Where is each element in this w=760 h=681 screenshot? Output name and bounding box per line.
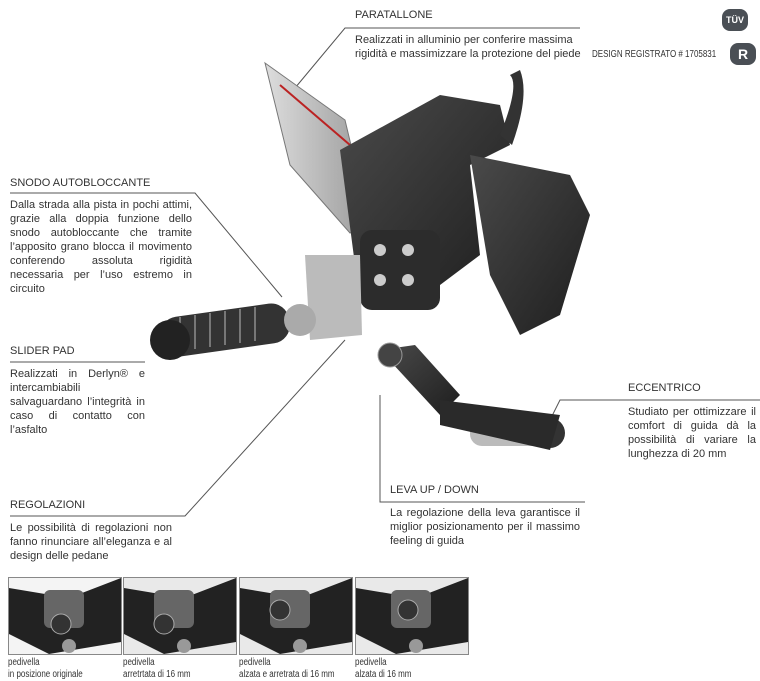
caption-line: alzata e arretrata di 16 mm xyxy=(239,669,335,680)
position-thumbnail-back xyxy=(123,577,237,655)
caption-line: pedivella xyxy=(8,657,40,668)
design-registration: DESIGN REGISTRATO # 1705831 xyxy=(592,49,717,60)
leva-text: La regolazione della leva garantisce il … xyxy=(390,507,580,547)
caption-line: in posizione originale xyxy=(8,669,83,680)
position-thumbnail-original xyxy=(8,577,122,655)
caption-line: pedivella xyxy=(123,657,155,668)
paratallone-text: Realizzati in alluminio per conferire ma… xyxy=(355,34,581,60)
caption-line: pedivella xyxy=(239,657,271,668)
snodo-title: SNODO AUTOBLOCCANTE xyxy=(10,177,151,189)
snodo-text: Dalla strada alla pista in pochi attimi,… xyxy=(10,199,192,295)
position-thumbnail-up-back xyxy=(239,577,353,655)
eccentrico-text: Studiato per ottimizzare il comfort di g… xyxy=(628,406,756,460)
position-thumbnail-up xyxy=(355,577,469,655)
caption-line: alzata di 16 mm xyxy=(355,669,412,680)
tuv-logo: TÜV xyxy=(722,9,748,31)
slider-pad-title: SLIDER PAD xyxy=(10,345,75,357)
slider-pad-text: Realizzati in Derlyn® e intercambiabili … xyxy=(10,368,145,436)
r-logo: R xyxy=(730,43,756,65)
rearset-product-image xyxy=(150,61,590,450)
caption-line: pedivella xyxy=(355,657,387,668)
paratallone-title: PARATALLONE xyxy=(355,9,433,21)
caption-line: arretrtata di 16 mm xyxy=(123,669,191,680)
leva-title: LEVA UP / DOWN xyxy=(390,484,479,496)
regolazioni-text: Le possibilità di regolazioni non fanno … xyxy=(10,522,172,562)
eccentrico-title: ECCENTRICO xyxy=(628,382,701,394)
regolazioni-title: REGOLAZIONI xyxy=(10,499,86,511)
